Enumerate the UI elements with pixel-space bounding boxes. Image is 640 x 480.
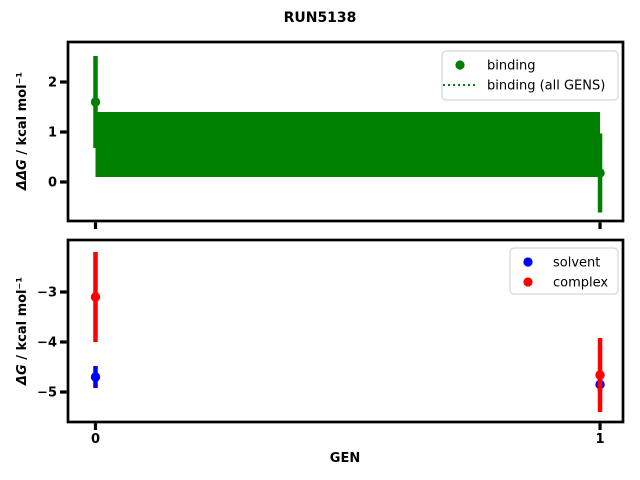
- y-tick-label: −3: [37, 286, 57, 301]
- legend-label: complex: [553, 276, 608, 291]
- y-axis-label-units: / kcal mol⁻¹: [15, 277, 30, 364]
- y-tick-label: −5: [37, 386, 57, 401]
- legend-dot-glyph: [523, 277, 533, 287]
- complex-marker-gen1: [595, 370, 605, 380]
- y-tick-label: 2: [48, 76, 57, 91]
- legend-label: binding (all GENS): [487, 79, 605, 94]
- x-tick-label: 0: [91, 432, 100, 447]
- solvent-marker-gen0: [90, 372, 101, 382]
- axes-spines: [66, 40, 625, 223]
- x-tick-label: 1: [596, 432, 605, 447]
- legend-label: binding: [487, 59, 535, 74]
- y-tick-label: 1: [48, 126, 57, 141]
- legend-label: solvent: [553, 256, 600, 271]
- y-tick-label: −4: [37, 336, 57, 351]
- figure-title: RUN5138: [284, 10, 357, 26]
- complex-marker-gen0: [90, 292, 101, 302]
- axes-spines: [66, 238, 625, 424]
- y-axis-label-math: ΔΔG: [15, 159, 30, 191]
- panel-free-energy: −3 −4 −5 0 1 solvent complex: [37, 238, 625, 447]
- y-axis-label-binding: ΔΔG / kcal mol⁻¹: [15, 72, 30, 191]
- legend-box: [441, 50, 619, 101]
- legend-box: [509, 247, 619, 295]
- uncertainty-band: [95, 112, 601, 177]
- y-tick-label: 0: [48, 176, 57, 191]
- binding-marker-gen1: [595, 168, 605, 178]
- y-axis-label-units: / kcal mol⁻¹: [15, 72, 30, 159]
- legend-dot-glyph: [523, 257, 533, 267]
- y-axis-label-math: ΔG: [15, 364, 30, 386]
- x-axis-label: GEN: [330, 451, 360, 466]
- legend-dot-glyph: [455, 60, 465, 70]
- panel-binding: 2 1 0 binding binding (all GENS): [48, 40, 625, 229]
- y-axis-label-free-energy: ΔG / kcal mol⁻¹: [15, 277, 30, 386]
- binding-marker-gen0: [90, 97, 101, 107]
